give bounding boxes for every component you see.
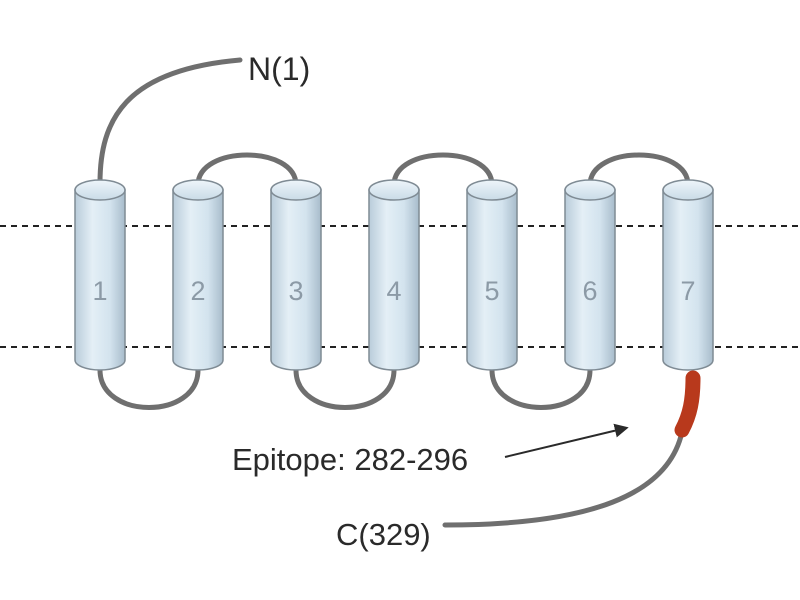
helix-number: 3 [288, 276, 303, 306]
transmembrane-helices: 1 2 3 4 5 6 7 [74, 179, 714, 371]
helix-cap [172, 179, 224, 201]
helix-2: 2 [172, 179, 224, 371]
helix-cap [270, 179, 322, 201]
helix-cap [368, 179, 420, 201]
helix-cap [74, 179, 126, 201]
extracellular-loop-1 [195, 152, 299, 188]
helix-body [466, 189, 518, 371]
epitope-label: Epitope: 282-296 [232, 442, 468, 477]
helix-4: 4 [368, 179, 420, 371]
helix-body [564, 189, 616, 371]
helix-5: 5 [466, 179, 518, 371]
intracellular-loop-3 [489, 367, 593, 410]
helix-body [662, 189, 714, 371]
helix-number: 2 [190, 276, 205, 306]
helix-body [270, 189, 322, 371]
helix-number: 6 [582, 276, 597, 306]
helix-3: 3 [270, 179, 322, 371]
n-terminus-label: N(1) [248, 51, 310, 87]
helix-body [368, 189, 420, 371]
c-terminal-tail [442, 429, 685, 528]
helix-1: 1 [74, 179, 126, 371]
loops [97, 57, 691, 528]
epitope-segment [674, 370, 701, 438]
c-terminus-label: C(329) [336, 517, 431, 552]
helix-number: 5 [484, 276, 499, 306]
helix-6: 6 [564, 179, 616, 371]
helix-cap [466, 179, 518, 201]
helix-number: 4 [386, 276, 401, 306]
helix-7: 7 [662, 179, 714, 371]
helix-body [74, 189, 126, 371]
intracellular-loop-2 [293, 367, 397, 410]
helix-cap [662, 179, 714, 201]
helix-number: 1 [92, 276, 107, 306]
helix-cap [564, 179, 616, 201]
helix-number: 7 [680, 276, 695, 306]
epitope-arrow [504, 423, 629, 458]
extracellular-loop-2 [391, 152, 495, 188]
helix-body [172, 189, 224, 371]
extracellular-loop-3 [587, 152, 691, 188]
intracellular-loop-1 [97, 367, 201, 410]
n-terminal-tail [97, 57, 243, 186]
